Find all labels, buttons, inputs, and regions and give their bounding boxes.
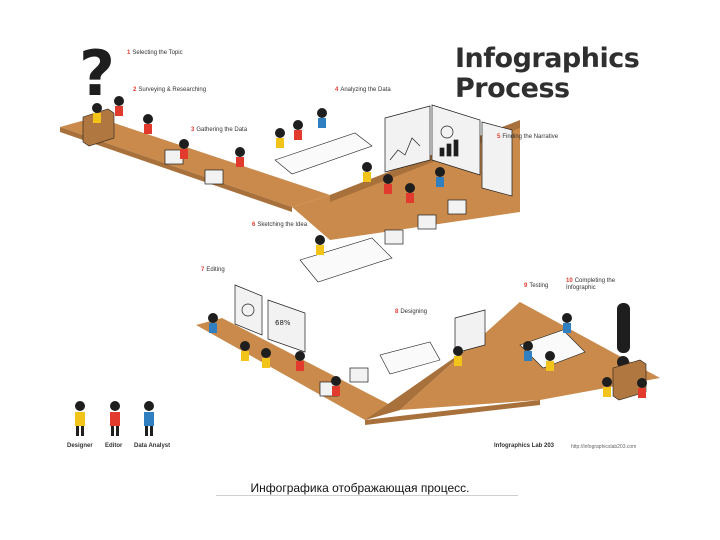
data-analyst-figure-icon bbox=[144, 401, 154, 436]
legend-data-analyst-label: Data Analyst bbox=[134, 443, 171, 449]
monitors bbox=[164, 149, 467, 397]
caption: Инфографика отображающая процесс. bbox=[250, 481, 470, 495]
desks bbox=[274, 132, 586, 375]
editor-figure-icon bbox=[110, 401, 120, 436]
caption-divider bbox=[216, 495, 518, 496]
legend-designer-label: Designer bbox=[67, 443, 93, 449]
people bbox=[92, 96, 647, 398]
lab-url: http://infographicslab203.com bbox=[571, 444, 637, 450]
title-line-1: Infographics bbox=[455, 43, 640, 74]
exclamation-mark-icon bbox=[617, 303, 630, 353]
upper-floor-side bbox=[60, 127, 292, 212]
svg-text:68%: 68% bbox=[275, 319, 291, 327]
title-line-2: Process bbox=[455, 73, 570, 104]
question-mark-icon: ? bbox=[79, 37, 115, 110]
designer-figure-icon bbox=[75, 401, 85, 436]
upper-floor bbox=[60, 117, 330, 207]
legend-figures bbox=[75, 401, 154, 436]
lower-floor-side bbox=[365, 400, 540, 425]
lab-name: Infographics Lab 203 bbox=[494, 443, 555, 449]
legend-editor-label: Editor bbox=[105, 443, 123, 449]
